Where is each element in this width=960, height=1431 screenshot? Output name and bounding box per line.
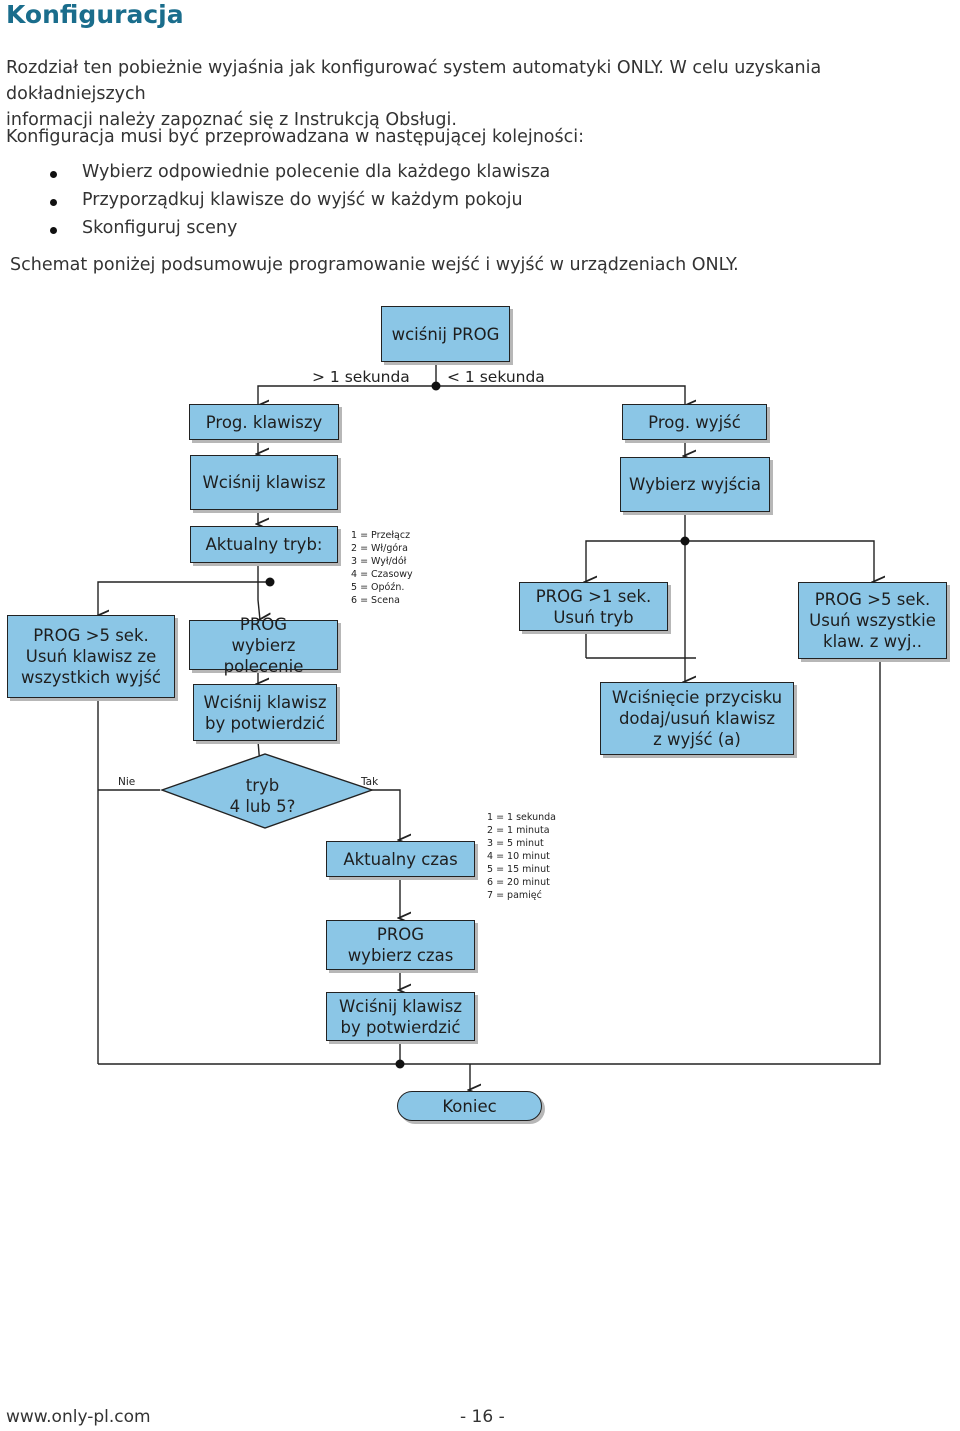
prog5-remove-all-line: klaw. z wyj.. — [823, 632, 922, 651]
intro-paragraph-2: Konfiguracja musi być przeprowadzana w n… — [6, 127, 584, 147]
confirm2-line: by potwierdzić — [340, 1017, 461, 1037]
confirm1-line: Wciśnij klawisz — [203, 692, 327, 712]
mode-list-item: 2 = Wł/góra — [351, 543, 408, 554]
mode-list-item: 6 = Scena — [351, 595, 400, 606]
prog5-delete-line: PROG >5 sek. — [33, 626, 149, 645]
intro-p1-line2: informacji należy zapoznać się z Instruk… — [6, 110, 457, 130]
prog1-remove-mode-line: PROG >1 sek. — [535, 586, 652, 606]
intro-p1-line1: Rozdział ten pobieżnie wyjaśnia jak konf… — [6, 58, 822, 104]
confirm2-line: Wciśnij klawisz — [338, 996, 463, 1016]
bullet-dot-icon — [50, 199, 57, 206]
intro-paragraph-1: Rozdział ten pobieżnie wyjaśnia jak konf… — [6, 55, 960, 133]
prog-select-cmd-line: PROG — [239, 614, 288, 634]
press-button-box: Wciśnięcie przycisku dodaj/usuń klawisz … — [600, 682, 794, 755]
select-outputs-box: Wybierz wyjścia — [620, 457, 770, 512]
mode-list-item: 3 = Wył/dół — [351, 556, 407, 567]
prog5-delete-box: PROG >5 sek. Usuń klawisz ze wszystkich … — [7, 615, 175, 698]
decision-line: 4 lub 5? — [229, 797, 296, 816]
page-number: - 16 - — [460, 1407, 505, 1427]
time-list-item: 6 = 20 minut — [487, 877, 550, 888]
confirm1-box: Wciśnij klawisz by potwierdzić — [193, 684, 337, 741]
prog-select-time-box: PROG wybierz czas — [326, 920, 475, 970]
time-list-item: 4 = 10 minut — [487, 851, 550, 862]
bullet-dot-icon — [50, 227, 57, 234]
bullet-item: Wybierz odpowiednie polecenie dla każdeg… — [82, 162, 551, 182]
time-list: 1 = 1 sekunda 2 = 1 minuta 3 = 5 minut 4… — [487, 811, 556, 902]
prog1-remove-mode-box: PROG >1 sek. Usuń tryb — [519, 582, 668, 631]
press-key-label: Wciśnij klawisz — [202, 473, 326, 492]
prog-select-cmd-box: PROG wybierz polecenie — [189, 615, 338, 676]
mode-list-item: 4 = Czasowy — [351, 569, 413, 580]
bullet-item: Przyporządkuj klawisze do wyjść w każdym… — [82, 190, 523, 210]
time-list-item: 7 = pamięć — [487, 890, 542, 901]
intro-paragraph-3: Schemat poniżej podsumowuje programowani… — [10, 255, 739, 275]
page-title: Konfiguracja — [6, 0, 184, 29]
press-button-line: z wyjść (a) — [653, 730, 741, 749]
footer-url[interactable]: www.only-pl.com — [6, 1407, 151, 1427]
prog1-remove-mode-line: Usuń tryb — [553, 607, 634, 627]
bullet-dot-icon — [50, 171, 57, 178]
prog-select-cmd-line: wybierz polecenie — [223, 635, 304, 676]
prog-keys-box: Prog. klawiszy — [189, 404, 339, 440]
press-button-line: dodaj/usuń klawisz — [618, 709, 776, 728]
decision-label: tryb 4 lub 5? — [205, 775, 320, 817]
press-key-box: Wciśnij klawisz — [190, 455, 338, 510]
gt1-label: > 1 sekunda — [312, 368, 410, 386]
lt1-label: < 1 sekunda — [447, 368, 545, 386]
bullet-item: Skonfiguruj sceny — [82, 218, 238, 238]
mode-list-item: 1 = Przełącz — [351, 530, 411, 541]
end-label: Koniec — [442, 1096, 497, 1116]
prog-select-time-line: PROG — [376, 925, 425, 944]
yes-label: Tak — [361, 776, 379, 788]
no-label: Nie — [118, 776, 136, 788]
start-box: wciśnij PROG — [381, 306, 510, 362]
prog-outputs-box: Prog. wyjść — [622, 404, 767, 440]
start-label: wciśnij PROG — [391, 324, 500, 344]
current-mode-label: Aktualny tryb: — [205, 535, 323, 554]
end-terminal: Koniec — [397, 1091, 542, 1121]
mode-list: 1 = Przełącz 2 = Wł/góra 3 = Wył/dół 4 =… — [351, 529, 413, 607]
confirm1-line: by potwierdzić — [204, 713, 326, 733]
confirm2-box: Wciśnij klawisz by potwierdzić — [326, 992, 475, 1041]
time-list-item: 3 = 5 minut — [487, 838, 544, 849]
prog5-delete-line: Usuń klawisz ze — [25, 647, 157, 666]
decision-line: tryb — [245, 776, 280, 795]
time-list-item: 5 = 15 minut — [487, 864, 550, 875]
prog5-remove-all-line: Usuń wszystkie — [809, 611, 936, 630]
press-button-line: Wciśnięcie przycisku — [611, 688, 783, 707]
prog-keys-label: Prog. klawiszy — [205, 412, 323, 432]
prog5-remove-all-box: PROG >5 sek. Usuń wszystkie klaw. z wyj.… — [798, 582, 947, 659]
mode-list-item: 5 = Opóźn. — [351, 582, 405, 593]
time-list-item: 1 = 1 sekunda — [487, 812, 557, 823]
prog5-remove-all-line: PROG >5 sek. — [814, 590, 931, 609]
current-time-label: Aktualny czas — [343, 849, 458, 869]
current-time-box: Aktualny czas — [326, 841, 475, 877]
prog-select-time-line: wybierz czas — [347, 946, 454, 965]
prog5-delete-line: wszystkich wyjść — [20, 668, 161, 687]
select-outputs-label: Wybierz wyjścia — [629, 475, 761, 494]
decision-diamond — [159, 753, 375, 829]
current-mode-box: Aktualny tryb: — [190, 526, 338, 563]
time-list-item: 2 = 1 minuta — [487, 825, 550, 836]
prog-outputs-label: Prog. wyjść — [648, 412, 741, 432]
